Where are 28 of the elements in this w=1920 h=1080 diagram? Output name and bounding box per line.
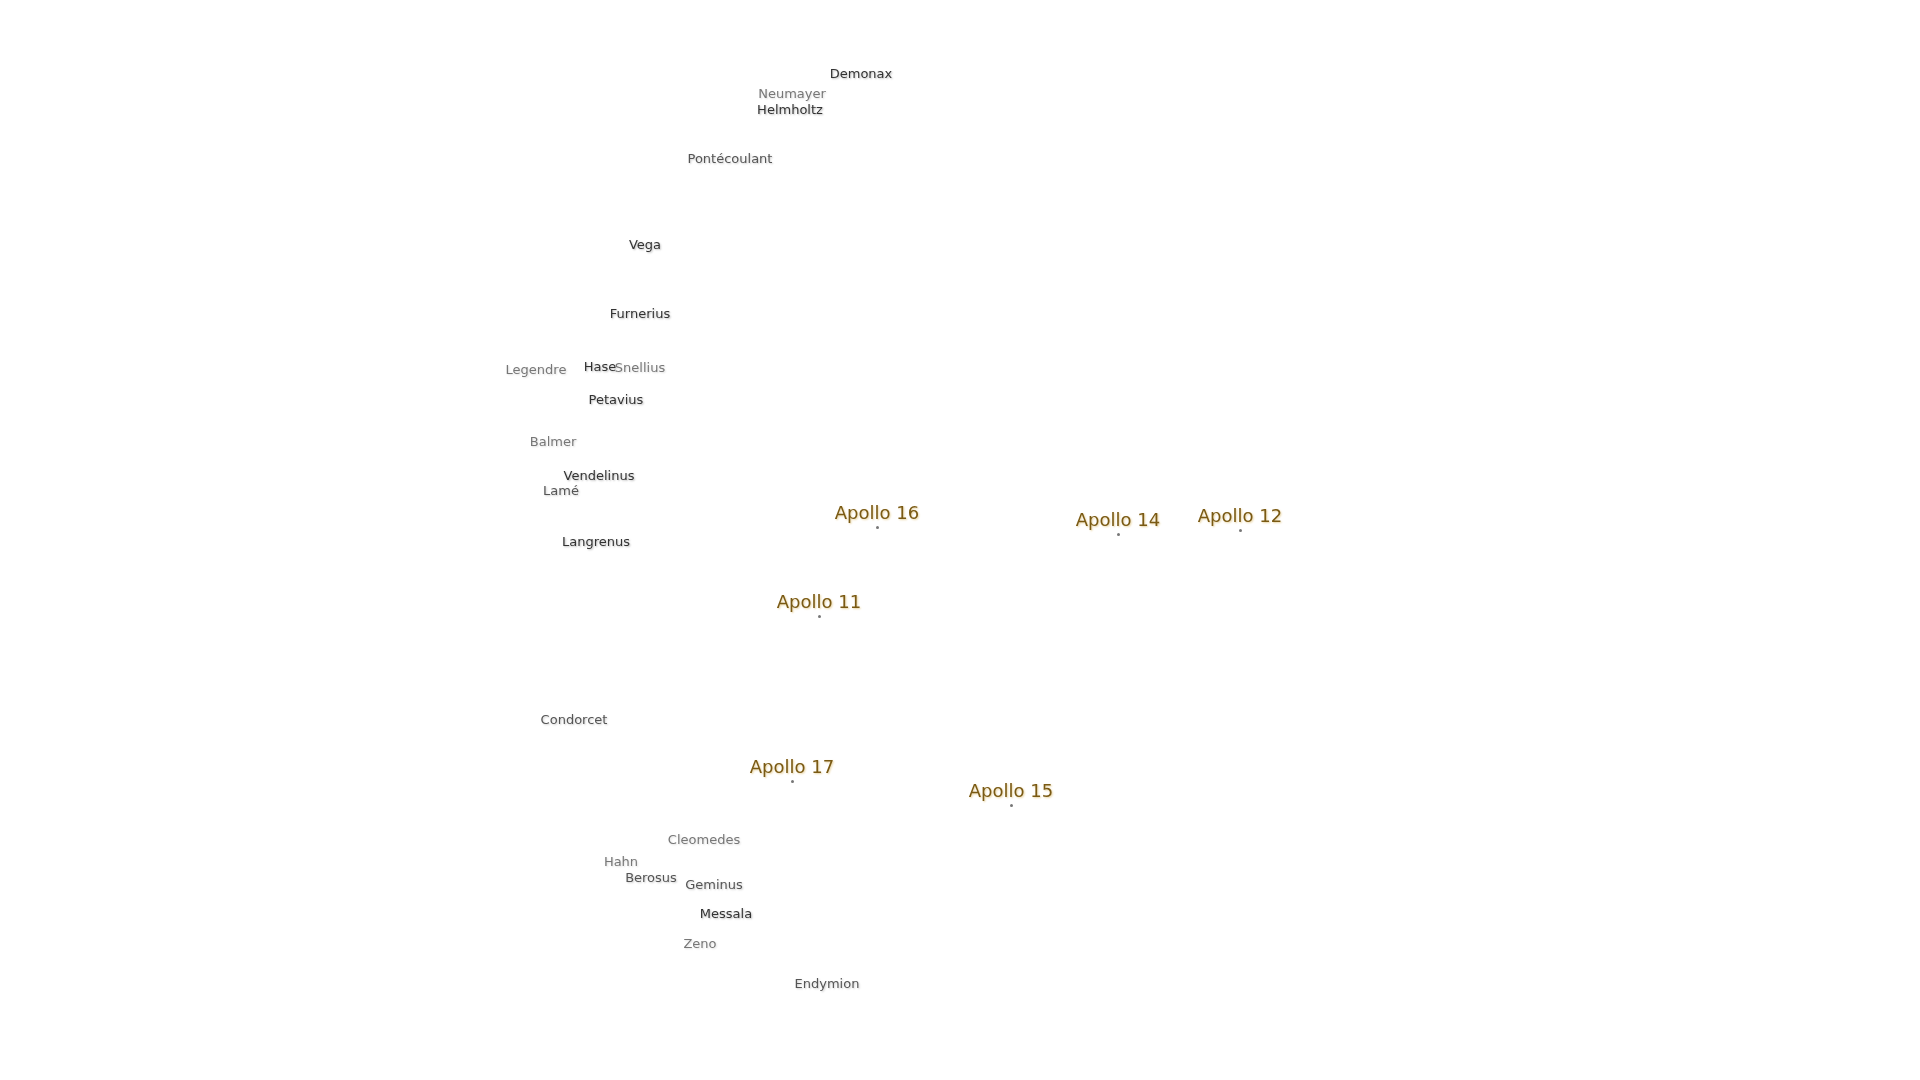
landing-site-label: Apollo 17 <box>749 756 835 777</box>
crater-label: Vega <box>628 237 662 252</box>
crater-label: Endymion <box>794 976 860 991</box>
crater-label: Geminus <box>685 877 743 892</box>
landing-site-label: Apollo 11 <box>776 591 862 612</box>
crater-label: Zeno <box>683 936 717 951</box>
crater-label: Furnerius <box>609 306 671 321</box>
crater-label: Condorcet <box>540 712 608 727</box>
crater-label: Hahn <box>603 854 639 869</box>
crater-label: Neumayer <box>758 86 826 101</box>
crater-label: Langrenus <box>562 534 630 549</box>
crater-label: Helmholtz <box>757 102 823 117</box>
crater-label: Vendelinus <box>563 468 635 483</box>
crater-label: Demonax <box>829 66 893 81</box>
crater-label: Petavius <box>588 392 644 407</box>
landing-site-label: Apollo 12 <box>1197 505 1283 526</box>
landing-site-label: Apollo 14 <box>1075 509 1161 530</box>
crater-label: Messala <box>699 906 753 921</box>
crater-label: Berosus <box>625 870 677 885</box>
crater-label: Hase <box>583 359 617 374</box>
crater-label: Pontécoulant <box>687 151 773 166</box>
crater-label: Cleomedes <box>667 832 741 847</box>
crater-label: Balmer <box>529 434 577 449</box>
crater-label: Lamé <box>543 483 579 498</box>
crater-label: Snellius <box>614 360 666 375</box>
landing-site-label: Apollo 16 <box>834 502 920 523</box>
crater-label: Legendre <box>505 362 567 377</box>
landing-site-label: Apollo 15 <box>968 780 1054 801</box>
